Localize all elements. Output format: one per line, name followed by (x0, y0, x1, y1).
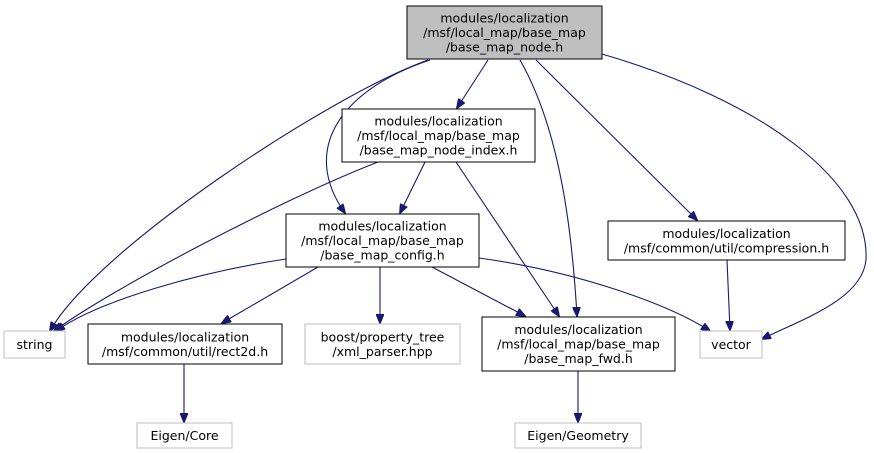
edge-base_map_config-to-vector (478, 257, 710, 331)
node-eigen_geometry: Eigen/Geometry (514, 422, 642, 449)
edge-base_map_node-to-compression (535, 59, 697, 220)
node-string: string (3, 330, 66, 359)
node-label-base_map_node_index-line-2: /base_map_node_index.h (360, 143, 518, 158)
node-label-base_map_node-line-2: /base_map_node.h (446, 40, 563, 55)
node-base_map_node_index[interactable]: modules/localization/msf/local_map/base_… (341, 108, 536, 163)
node-label-base_map_node-line-1: /msf/local_map/base_map (423, 25, 586, 40)
node-box-eigen_core (136, 422, 233, 449)
edge-base_map_node-to-base_map_fwd (519, 59, 577, 316)
edge-compression-to-vector (727, 259, 730, 330)
edge-base_map_node_index-to-string (54, 161, 379, 331)
node-base_map_fwd[interactable]: modules/localization/msf/local_map/base_… (481, 316, 676, 372)
node-label-xml_parser-line-1: /xml_parser.hpp (332, 344, 432, 359)
edge-base_map_node-to-base_map_config (326, 59, 431, 213)
node-box-base_map_node (406, 5, 603, 60)
edge-base_map_node-to-string (50, 59, 429, 331)
node-label-base_map_fwd-line-0: modules/localization (514, 322, 642, 337)
node-label-rect2d-line-0: modules/localization (121, 329, 249, 344)
node-label-xml_parser-line-0: boost/property_tree (321, 329, 445, 344)
node-xml_parser: boost/property_tree/xml_parser.hpp (304, 323, 461, 365)
node-label-base_map_node_index-line-0: modules/localization (374, 114, 502, 129)
node-label-base_map_config-line-2: /base_map_config.h (320, 248, 444, 263)
node-label-eigen_core-line-0: Eigen/Core (150, 428, 218, 443)
edges-layer (50, 53, 867, 422)
node-label-base_map_node_index-line-1: /msf/local_map/base_map (357, 128, 520, 143)
edge-base_map_node-to-base_map_node_index (457, 59, 489, 108)
node-box-rect2d (87, 323, 283, 365)
edge-base_map_node_index-to-base_map_config (400, 161, 426, 213)
edge-base_map_config-to-rect2d (222, 266, 319, 323)
node-rect2d[interactable]: modules/localization/msf/common/util/rec… (87, 323, 283, 365)
node-box-eigen_geometry (514, 422, 642, 449)
node-label-rect2d-line-1: /msf/common/util/rect2d.h (102, 344, 268, 359)
node-label-base_map_fwd-line-2: /base_map_fwd.h (524, 351, 633, 366)
node-compression[interactable]: modules/localization/msf/common/util/com… (607, 220, 846, 261)
edge-base_map_config-to-base_map_fwd (431, 266, 525, 316)
node-box-base_map_config (285, 213, 480, 268)
nodes-layer: modules/localization/msf/local_map/base_… (3, 5, 846, 449)
node-label-base_map_config-line-0: modules/localization (318, 219, 446, 234)
node-label-compression-line-1: /msf/common/util/compression.h (624, 240, 829, 255)
node-label-compression-line-0: modules/localization (662, 226, 790, 241)
node-label-base_map_node-line-0: modules/localization (440, 11, 568, 26)
edge-base_map_config-to-string (56, 258, 287, 331)
node-box-string (3, 330, 66, 359)
node-box-base_map_fwd (481, 316, 676, 372)
node-eigen_core: Eigen/Core (136, 422, 233, 449)
node-box-vector (699, 330, 763, 359)
node-base_map_config[interactable]: modules/localization/msf/local_map/base_… (285, 213, 480, 268)
node-box-compression (607, 220, 846, 261)
edge-base_map_node-to-vector (601, 53, 867, 339)
node-label-vector-line-0: vector (711, 337, 752, 352)
node-label-eigen_geometry-line-0: Eigen/Geometry (527, 428, 629, 443)
node-base_map_node[interactable]: modules/localization/msf/local_map/base_… (406, 5, 603, 60)
node-label-base_map_config-line-1: /msf/local_map/base_map (301, 233, 464, 248)
node-label-base_map_fwd-line-1: /msf/local_map/base_map (497, 337, 660, 352)
node-box-base_map_node_index (341, 108, 536, 163)
node-label-string-line-0: string (17, 337, 53, 352)
edge-base_map_node_index-to-base_map_fwd (455, 161, 559, 316)
node-vector: vector (699, 330, 763, 359)
node-box-xml_parser (304, 323, 461, 365)
